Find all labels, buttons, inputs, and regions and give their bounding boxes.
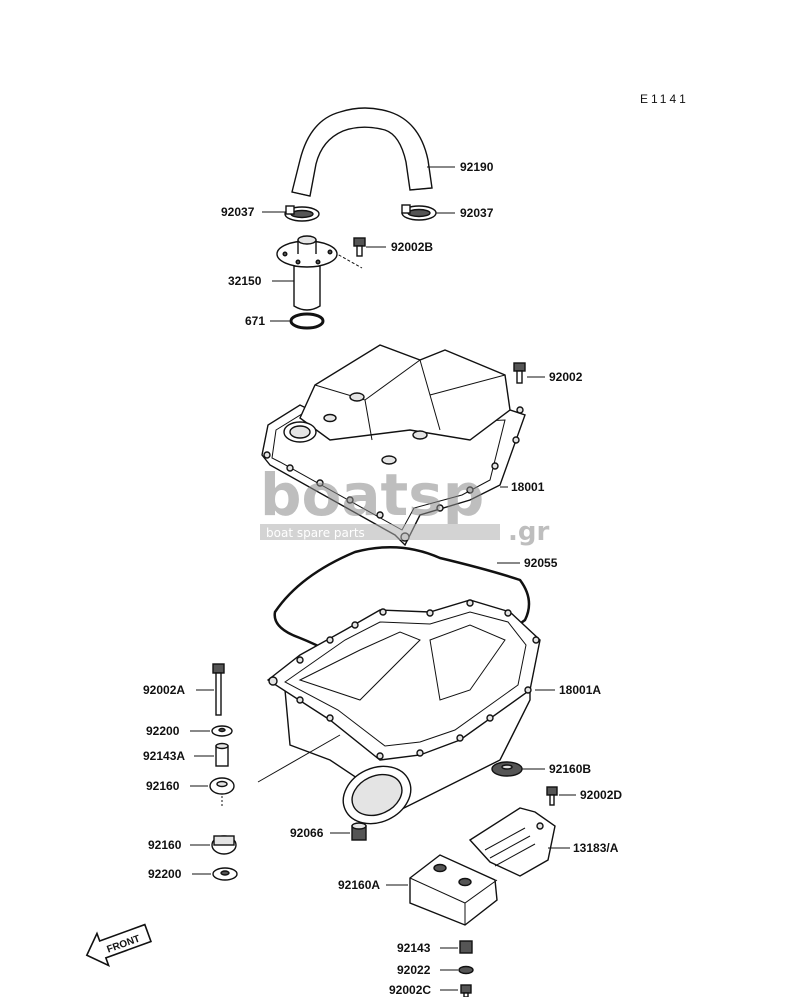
bolt-92002 — [513, 362, 526, 384]
label-92160A: 92160A — [338, 878, 380, 892]
watermark-tagline: boat spare parts — [266, 526, 365, 540]
bolt-92002a — [212, 663, 225, 716]
mount-92160b — [491, 761, 523, 777]
label-92200-bottom: 92200 — [148, 867, 182, 881]
watermark-brand: boatsp — [260, 461, 484, 529]
pipe-fitting-32150 — [276, 235, 338, 311]
label-92143A: 92143A — [143, 749, 185, 763]
front-direction-arrow: FRONT — [85, 923, 152, 967]
label-92002B: 92002B — [391, 240, 433, 254]
hose-part — [291, 107, 433, 197]
bolt-92002c — [460, 984, 472, 997]
label-18001: 18001 — [511, 480, 545, 494]
bolt-92002d — [546, 786, 558, 806]
label-92002C: 92002C — [389, 983, 431, 997]
label-92055: 92055 — [524, 556, 558, 570]
label-92066: 92066 — [290, 826, 324, 840]
watermark-tld: .gr — [508, 517, 549, 547]
label-32150: 32150 — [228, 274, 262, 288]
label-92190: 92190 — [460, 160, 494, 174]
label-92160-bottom: 92160 — [148, 838, 182, 852]
label-13183A: 13183/A — [573, 841, 619, 855]
drain-plug-92066 — [351, 822, 367, 841]
label-92160-top: 92160 — [146, 779, 180, 793]
washer-92022 — [458, 965, 474, 975]
label-18001A: 18001A — [559, 683, 601, 697]
diagram-ref-code: E1141 — [640, 92, 689, 106]
washer-92200-top — [211, 725, 233, 737]
collar-92143 — [459, 940, 473, 954]
label-671: 671 — [245, 314, 265, 328]
label-92200-top: 92200 — [146, 724, 180, 738]
label-92160B: 92160B — [549, 762, 591, 776]
label-92022: 92022 — [397, 963, 431, 977]
label-92143: 92143 — [397, 941, 431, 955]
bracket-13183a — [468, 807, 556, 877]
label-92002D: 92002D — [580, 788, 622, 802]
damper-92160-bottom — [211, 835, 237, 855]
upper-cover-18001 — [261, 344, 526, 547]
bolt-92002b — [353, 237, 366, 257]
hose-clamp-right — [401, 204, 437, 221]
rubber-block-92160a — [409, 854, 498, 926]
washer-92200-bottom — [212, 867, 238, 881]
label-92037-left: 92037 — [221, 205, 255, 219]
collar-92143a — [215, 742, 229, 767]
label-92002A: 92002A — [143, 683, 185, 697]
label-92037-right: 92037 — [460, 206, 494, 220]
hose-clamp-left — [284, 205, 320, 222]
lower-case-18001A — [266, 599, 541, 825]
o-ring-671 — [289, 312, 325, 330]
label-92002: 92002 — [549, 370, 583, 384]
damper-92160-top — [209, 777, 235, 795]
watermark-logo: boatsp .gr boat spare parts — [260, 461, 549, 547]
